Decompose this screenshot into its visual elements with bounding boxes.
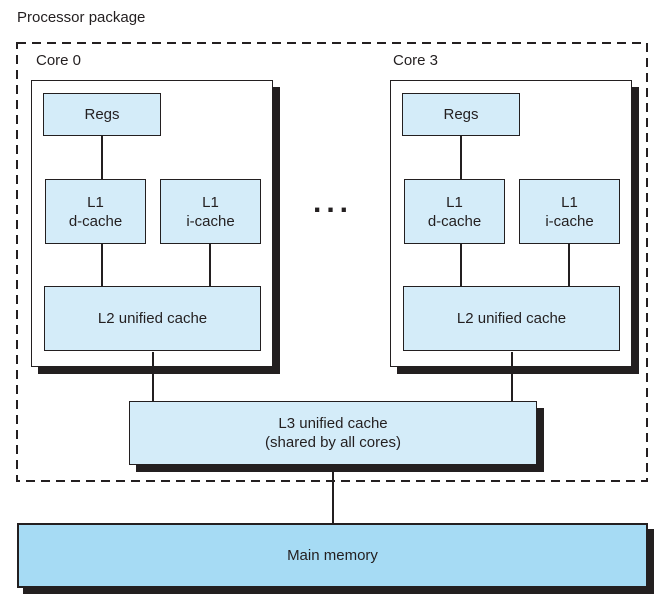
l1d-label-line2: d-cache	[68, 212, 123, 230]
core-3-l1-dcache-block: L1 d-cache	[404, 179, 505, 244]
l3-cache-block: L3 unified cache (shared by all cores)	[129, 401, 537, 465]
connector-l1i-to-l2	[209, 244, 211, 286]
core-3-l1-icache-block: L1 i-cache	[519, 179, 620, 244]
core-0-box: Regs L1 d-cache L1 i-cache L2 unified ca…	[31, 80, 273, 367]
package-title: Processor package	[17, 9, 146, 26]
connector-l1d-to-l2	[460, 244, 462, 286]
core-3-l2-block: L2 unified cache	[403, 286, 620, 351]
core-0-regs-block: Regs	[43, 93, 161, 136]
core-0-label: Core 0	[36, 52, 82, 69]
l2-label: L2 unified cache	[456, 310, 567, 327]
core-0-l1-icache-block: L1 i-cache	[160, 179, 261, 244]
core-3-label: Core 3	[393, 52, 439, 69]
connector-regs-to-l1d	[460, 136, 462, 179]
l3-label-line1: L3 unified cache	[278, 415, 388, 432]
l1d-label-line1: L1	[87, 193, 104, 211]
core-3-regs-block: Regs	[402, 93, 520, 136]
connector-regs-to-l1d	[101, 136, 103, 179]
core-0-l2-block: L2 unified cache	[44, 286, 261, 351]
l1i-label-line2: i-cache	[545, 212, 594, 230]
connector-l3-to-memory	[332, 465, 334, 523]
l1d-label-line2: d-cache	[427, 212, 482, 230]
l3-label-line2: (shared by all cores)	[265, 434, 401, 451]
main-memory-block: Main memory	[17, 523, 648, 588]
connector-l1d-to-l2	[101, 244, 103, 286]
core-0-l1-dcache-block: L1 d-cache	[45, 179, 146, 244]
cores-ellipsis: ...	[312, 186, 353, 219]
connector-core0-l2-to-l3	[152, 352, 154, 402]
l2-label: L2 unified cache	[97, 310, 208, 327]
core-3-box: Regs L1 d-cache L1 i-cache L2 unified ca…	[390, 80, 632, 367]
connector-l1i-to-l2	[568, 244, 570, 286]
main-memory-label: Main memory	[287, 547, 378, 564]
regs-label: Regs	[84, 106, 120, 123]
connector-core3-l2-to-l3	[511, 352, 513, 402]
l1i-label-line1: L1	[202, 193, 219, 211]
l1i-label-line1: L1	[561, 193, 578, 211]
l1d-label-line1: L1	[446, 193, 463, 211]
l1i-label-line2: i-cache	[186, 212, 235, 230]
regs-label: Regs	[443, 106, 479, 123]
